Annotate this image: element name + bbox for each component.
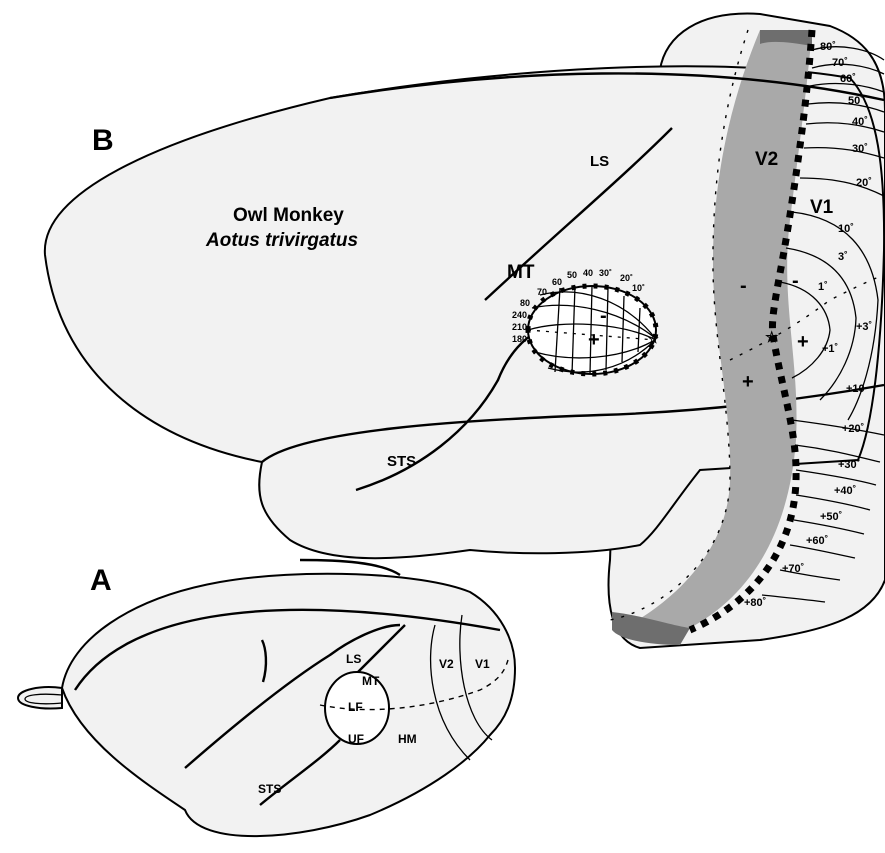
svg-text:60: 60: [552, 277, 562, 287]
a-ls-label: LS: [346, 652, 361, 666]
svg-text:30˚: 30˚: [852, 143, 868, 155]
b-v2-label: V2: [755, 149, 778, 170]
b-sts-label: STS: [387, 453, 416, 470]
svg-text:+60˚: +60˚: [806, 535, 828, 547]
a-v2-label: V2: [439, 657, 454, 671]
v2-plus-sign: +: [742, 371, 754, 393]
species-latin-name: Aotus trivirgatus: [205, 230, 358, 251]
svg-text:10˚: 10˚: [632, 283, 645, 293]
svg-text:+50˚: +50˚: [820, 511, 842, 523]
svg-text:40: 40: [583, 268, 593, 278]
b-v1-label: V1: [810, 197, 834, 218]
svg-text:+10: +10: [846, 383, 865, 395]
svg-text:3˚: 3˚: [838, 251, 848, 263]
panel-b-label: B: [92, 124, 114, 157]
a-lf-label: LF: [348, 700, 363, 714]
panel-b: [45, 14, 885, 648]
fovea-star-icon: ☆: [765, 329, 779, 346]
svg-text:+1˚: +1˚: [822, 343, 838, 355]
svg-text:60˚: 60˚: [840, 73, 856, 85]
svg-text:20˚: 20˚: [620, 273, 633, 283]
panel-a-label: A: [90, 564, 112, 597]
svg-text:50: 50: [567, 270, 577, 280]
svg-text:70˚: 70˚: [832, 57, 848, 69]
a-uf-label: UF: [348, 732, 364, 746]
svg-text:50˚: 50˚: [848, 95, 864, 107]
v1-minus-sign: -: [792, 270, 799, 292]
a-hm-label: HM: [398, 732, 417, 746]
svg-text:10˚: 10˚: [838, 223, 854, 235]
mt-plus-sign: +: [588, 329, 600, 351]
a-sts-label: STS: [258, 782, 281, 796]
v1-plus-sign: +: [797, 331, 809, 353]
v2-minus-sign: -: [740, 275, 747, 297]
mt-fovea-star-icon: ☆: [648, 332, 659, 346]
svg-text:40˚: 40˚: [852, 116, 868, 128]
svg-text:240: 240: [512, 310, 527, 320]
svg-text:+80˚: +80˚: [744, 597, 766, 609]
svg-text:+40˚: +40˚: [834, 485, 856, 497]
a-v1-label: V1: [475, 657, 490, 671]
a-mt-label: MT: [362, 674, 380, 688]
svg-text:80˚: 80˚: [820, 41, 836, 53]
svg-text:+20˚: +20˚: [842, 423, 864, 435]
svg-text:80: 80: [520, 298, 530, 308]
b-ls-label: LS: [590, 153, 609, 170]
svg-text:210: 210: [512, 322, 527, 332]
b-mt-label: MT: [507, 262, 535, 283]
svg-text:20˚: 20˚: [856, 177, 872, 189]
svg-text:70: 70: [537, 287, 547, 297]
species-common-name: Owl Monkey: [233, 205, 344, 226]
mt-minus-sign: -: [600, 305, 607, 327]
svg-text:+70˚: +70˚: [782, 563, 804, 575]
olfactory-bulb: [18, 687, 62, 708]
svg-text:180: 180: [512, 334, 527, 344]
small-hemisphere: [62, 574, 515, 836]
svg-text:1˚: 1˚: [818, 281, 828, 293]
svg-text:+3˚: +3˚: [856, 321, 872, 333]
svg-text:30˚: 30˚: [599, 268, 612, 278]
svg-text:+30˚: +30˚: [838, 459, 860, 471]
